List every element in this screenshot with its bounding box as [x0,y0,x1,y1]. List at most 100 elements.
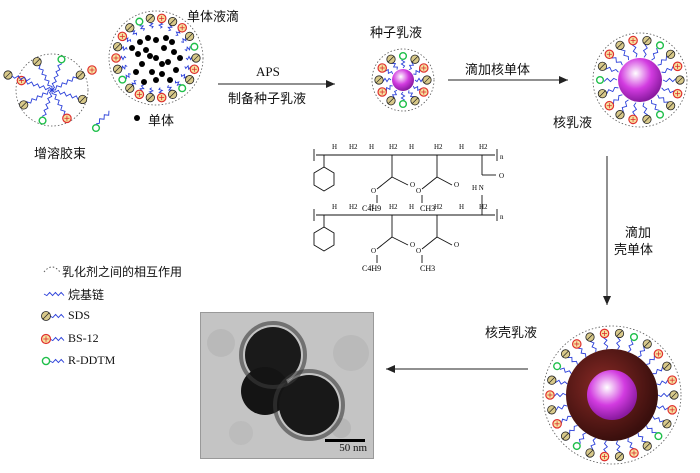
monomer-dot [129,45,135,51]
sds-mark [169,18,176,25]
o-label: O [416,187,421,195]
alkyl-chain [651,99,660,111]
label-core-shell-emulsion: 核壳乳液 [485,326,538,341]
alkyl-chain [414,77,424,83]
alkyl-chain [657,55,667,66]
sds-mark [77,71,84,79]
sds-mark [20,101,27,109]
alkyl-chain [656,405,669,411]
alkyl-chain [611,57,623,66]
rddtm-head-icon [178,84,187,93]
sds-mark [411,56,419,63]
legend-item-rddtm: R-DDTM [68,353,116,367]
monomer-dot [167,77,173,83]
sds-mark [387,56,395,63]
sds-mark [423,76,431,84]
alkyl-chain [553,392,567,398]
alkyl-chain-icon [43,291,65,297]
alkyl-chain [637,432,647,443]
o-label: O [454,241,459,249]
tem-micrograph [201,313,373,458]
h-label: H [369,143,374,151]
monomer-dot [161,45,167,51]
rddtm-head-icon [41,356,51,366]
inner-core [587,370,637,420]
alkyl-chain [555,404,568,411]
sds-mark [562,350,569,358]
sds-mark [114,43,121,50]
sds-mark [387,97,395,104]
h-label: H [459,143,464,151]
monomer-dot [163,35,169,41]
h-label: H [332,143,337,151]
core-shell-particle [542,325,682,465]
monomer-dot [177,55,183,61]
sds-mark [586,333,594,341]
sds-mark [667,51,674,58]
alkyl-chain [119,55,127,61]
sds-mark [616,42,624,49]
alkyl-chain [560,415,572,424]
alkyl-chain [620,49,629,61]
bond [421,176,438,190]
alkyl-chain [627,437,635,450]
alkyl-chain [631,44,638,58]
legend-item-alkyl: 烷基链 [68,288,105,302]
monomer-dot [135,51,141,57]
alkyl-chain [408,90,415,97]
ester-label: CH3 [420,204,435,213]
sds-mark [42,312,50,320]
alkyl-chain [589,340,597,353]
alkyl-chain [121,64,128,70]
scale-bar [325,439,365,442]
alkyl-chain [386,85,393,92]
sds-mark [186,33,193,40]
alkyl-chain [38,64,53,91]
rddtm-head-icon [655,41,665,50]
monomer-droplet [108,10,204,106]
alkyl-chain [158,21,164,29]
h-label: H [409,143,414,151]
alkyl-chain [41,89,53,117]
alkyl-chain [180,73,188,79]
alkyl-chain [25,79,53,91]
o-label: O [410,181,415,189]
alkyl-chain [662,77,677,83]
alkyl-chain [131,30,138,36]
rddtm-head-icon [118,75,127,84]
sds-mark [79,96,86,103]
alkyl-chain [384,68,394,75]
alkyl-chain [51,76,78,91]
h-label: H2 [479,203,488,211]
sds-mark [663,420,671,428]
sds-mark [147,15,154,22]
sds-mark [644,340,651,348]
alkyl-chain [167,24,173,32]
n-subscript: n [500,153,504,161]
monomer-dot [159,61,165,67]
bond [436,236,453,246]
sds-mark [616,111,624,118]
alkyl-chain [616,336,621,350]
alkyl-chain [621,99,629,113]
sds-mark [644,442,651,450]
rddtm-head-icon [91,123,101,133]
bond [436,176,453,186]
alkyl-chain [567,356,578,365]
sds-mark [411,97,419,104]
alkyl-chain [637,346,646,358]
alkyl-chain [661,65,674,74]
phenyl-ring [313,166,335,192]
sds-mark [676,76,684,84]
alkyl-chain [657,94,669,103]
label-prep-seed: 制备种子乳液 [228,92,307,107]
o-label: O [499,172,504,180]
sds-mark [33,58,41,65]
sds-mark [114,66,121,73]
seed-particle [371,48,435,112]
alkyl-chain [578,432,587,444]
alkyl-chain [51,63,63,91]
bond [421,236,438,250]
